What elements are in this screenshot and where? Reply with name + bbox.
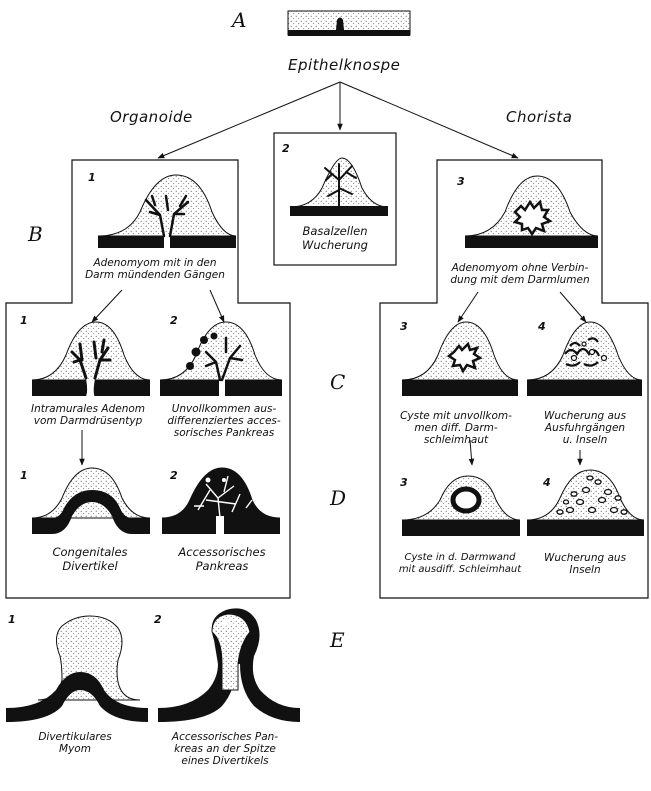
num-c2: 2 [170, 314, 178, 327]
caption-line: Divertikel [62, 559, 118, 573]
caption-line: Darm mündenden Gängen [85, 269, 225, 281]
caption-line: Congenitales [52, 545, 128, 559]
caption-line: Pankreas [195, 559, 249, 573]
figure-d2 [161, 467, 281, 536]
caption-line: Adenomyom ohne Verbin- [451, 262, 589, 274]
num-b2: 2 [282, 142, 290, 155]
caption-line: Unvollkommen aus- [171, 403, 277, 415]
caption-d3: Cyste in d. Darmwand mit ausdiff. Schlei… [388, 552, 532, 576]
branch-arrows [157, 81, 519, 159]
caption-d1: Congenitales Divertikel [30, 545, 150, 573]
caption-line: Accessorisches Pan- [171, 731, 279, 743]
heading-epithelknospe: Epithelknospe [288, 56, 401, 74]
caption-line: Cyste in d. Darmwand [404, 552, 516, 563]
caption-line: kreas an der Spitze [174, 743, 276, 755]
num-e1: 1 [8, 613, 16, 626]
caption-c4: Wucherung aus Ausfuhrgängen u. Inseln [526, 410, 644, 446]
num-c3: 3 [400, 320, 408, 333]
num-d3: 3 [400, 476, 408, 489]
num-b3: 3 [457, 175, 465, 188]
b1-arrows [79, 289, 587, 466]
caption-line: Wucherung [302, 238, 368, 252]
caption-line: Intramurales Adenom [30, 403, 146, 415]
caption-line: Adenomyom mit in den [93, 257, 217, 269]
caption-c3: Cyste mit unvollkom- men diff. Darm- sch… [392, 410, 520, 446]
caption-line: vom Darmdrüsentyp [33, 415, 143, 427]
letter-d: D [330, 486, 347, 510]
caption-line: eines Divertikels [181, 755, 269, 767]
caption-line: sorisches Pankreas [173, 427, 275, 439]
num-d4: 4 [543, 476, 551, 489]
caption-b1: Adenomyom mit in den Darm mündenden Gäng… [70, 257, 240, 281]
num-d1: 1 [20, 469, 28, 482]
heading-chorista: Chorista [506, 108, 573, 126]
figure-b3 [464, 175, 599, 248]
caption-line: Basalzellen [302, 224, 368, 238]
caption-line: Inseln [569, 564, 601, 576]
heading-organoide: Organoide [110, 108, 193, 126]
letter-a: A [232, 8, 247, 32]
caption-line: schleimhaut [423, 434, 489, 446]
num-c1: 1 [20, 314, 28, 327]
caption-c1: Intramurales Adenom vom Darmdrüsentyp [18, 403, 158, 427]
figure-d4 [526, 469, 645, 536]
num-c4: 4 [538, 320, 546, 333]
caption-line: Cyste mit unvollkom- [400, 410, 512, 422]
num-b1: 1 [88, 171, 96, 184]
caption-b3: Adenomyom ohne Verbin- dung mit dem Darm… [432, 262, 608, 286]
letter-b: B [28, 222, 43, 246]
letter-c: C [330, 370, 346, 394]
num-d2: 2 [170, 469, 178, 482]
caption-e1: Divertikulares Myom [10, 731, 140, 755]
organoide-frame [5, 159, 291, 599]
chorista-frame [379, 159, 649, 599]
caption-line: Accessorisches [178, 545, 266, 559]
caption-line: men diff. Darm- [414, 422, 498, 434]
caption-line: Wucherung aus [543, 410, 627, 422]
figure-d1 [31, 467, 151, 534]
caption-line: Divertikulares [38, 731, 112, 743]
caption-d4: Wucherung aus Inseln [526, 552, 644, 576]
caption-c2: Unvollkommen aus- differenziertes acces-… [160, 403, 288, 439]
caption-line: Wucherung aus [543, 552, 627, 564]
caption-d2: Accessorisches Pankreas [160, 545, 284, 573]
caption-b2: Basalzellen Wucherung [276, 224, 394, 252]
figure-d3 [401, 475, 521, 536]
figure-c3 [401, 321, 519, 396]
caption-line: mit ausdiff. Schleimhaut [398, 564, 522, 575]
caption-line: Myom [59, 743, 91, 755]
figure-b2 [289, 157, 389, 216]
caption-line: differenziertes acces- [167, 415, 281, 427]
caption-line: Ausfuhrgängen [544, 422, 626, 434]
figure-c1 [31, 321, 151, 399]
figure-e2 [158, 608, 300, 722]
figure-c2 [159, 321, 283, 398]
letter-e: E [330, 628, 345, 652]
figure-e1 [6, 615, 148, 722]
figure-b1 [97, 174, 237, 250]
figure-c4 [526, 321, 643, 396]
caption-line: u. Inseln [562, 434, 608, 446]
basalzellen-frame [273, 132, 397, 266]
caption-e2: Accessorisches Pan- kreas an der Spitze … [150, 731, 300, 767]
num-e2: 2 [154, 613, 162, 626]
caption-line: dung mit dem Darmlumen [450, 274, 590, 286]
figure-a-bud [287, 10, 411, 36]
